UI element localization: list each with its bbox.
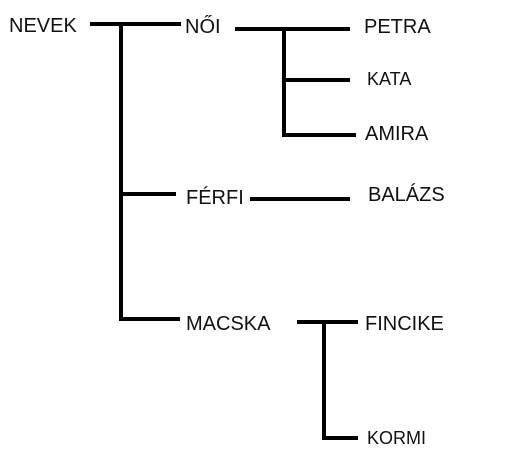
- category-label-macska: MACSKA: [186, 313, 271, 335]
- child-label-balazs: BALÁZS: [368, 184, 445, 206]
- category-label-ferfi: FÉRFI: [186, 187, 244, 209]
- category-label-noi: NŐI: [185, 16, 221, 38]
- child-label-kormi: KORMI: [367, 428, 427, 448]
- child-label-kata: KATA: [367, 69, 412, 89]
- root-label-nevek: NEVEK: [9, 15, 77, 37]
- child-label-fincike: FINCIKE: [365, 313, 444, 335]
- child-label-petra: PETRA: [364, 16, 431, 38]
- child-label-amira: AMIRA: [365, 123, 429, 145]
